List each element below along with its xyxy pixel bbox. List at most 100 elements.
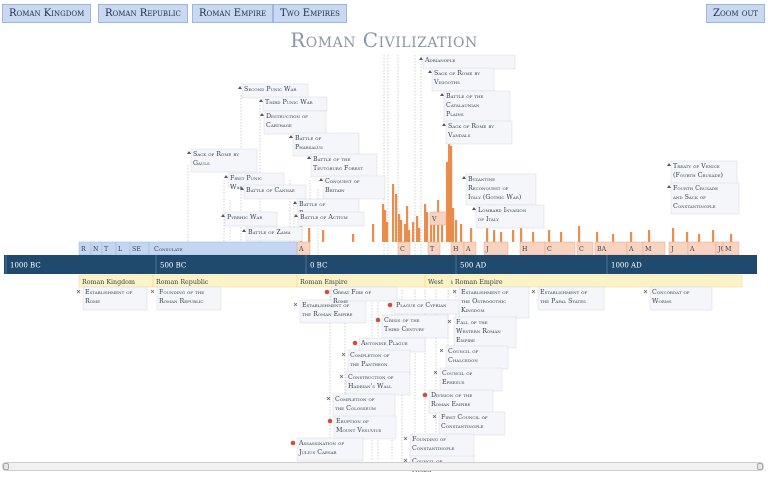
event-second-punic-war[interactable]: Second Punic War [238, 83, 309, 99]
event-label: Antonine Plague [360, 340, 408, 347]
event-label: Second Punic War [244, 86, 297, 93]
event-label: Rome [85, 298, 100, 305]
event-label: Roman Republic [159, 298, 203, 305]
event-label: Rome [333, 298, 348, 305]
scroll-left-handle[interactable] [3, 463, 9, 470]
cross-marker-icon [452, 289, 457, 294]
activity-spike [441, 212, 444, 242]
cross-marker-icon [339, 374, 344, 379]
emperor-letter: A [628, 246, 634, 253]
timeline-axis [4, 255, 757, 274]
event-label: Roman Empire [431, 401, 470, 408]
zoom-out-button[interactable]: Zoom out [706, 4, 766, 23]
event-pyrrhic-war[interactable]: Pyrrhic War [221, 211, 278, 227]
event-treaty-of-venice-fourth-crusade[interactable]: Treaty of Venice(Fourth Crusade) [667, 160, 738, 185]
two-empires-button[interactable]: Two Empires [273, 4, 347, 23]
event-label: Teutoburg Forest [313, 165, 363, 172]
event-label: Plague of Cyprian [396, 302, 447, 309]
consulate-label: Consulate [154, 246, 183, 253]
event-card [297, 211, 365, 227]
event-label: Destruction of [266, 113, 308, 120]
activity-spike [416, 216, 419, 242]
horizontal-scrollbar[interactable] [2, 462, 764, 471]
activity-spike [698, 234, 701, 242]
event-label: Third Century [384, 326, 425, 333]
event-battle-of-zama[interactable]: Battle of Zama [242, 226, 303, 242]
roman-kingdom-button[interactable]: Roman Kingdom [2, 4, 92, 23]
emperor-letter: JO [717, 246, 726, 253]
activity-spike [448, 134, 451, 242]
roman-empire-button[interactable]: Roman Empire [192, 4, 274, 23]
marker-icon [462, 176, 466, 179]
activity-spike [712, 230, 715, 242]
emperor-letter: M [645, 246, 652, 253]
event-adrianople[interactable]: Adrianople [419, 54, 516, 70]
event-label: Worms [652, 298, 672, 305]
event-label: Sack of Rome by [448, 123, 494, 130]
event-card [296, 437, 364, 462]
marker-icon [187, 151, 191, 154]
event-label: the Roman Empire [302, 311, 353, 318]
cross-marker-icon [150, 289, 155, 294]
event-plague-of-cyprian[interactable]: Plague of Cyprian [387, 299, 461, 315]
period-label: Roman Republic [156, 279, 209, 286]
roman-republic-button[interactable]: Roman Republic [98, 4, 188, 23]
event-label: First Punic [230, 175, 262, 182]
activity-spike [446, 162, 449, 242]
event-label: Council of [442, 370, 473, 377]
activity-spike [486, 222, 489, 242]
event-battle-of-actium[interactable]: Battle of Actium [294, 211, 365, 227]
activity-spike [686, 232, 689, 242]
event-third-punic-war[interactable]: Third Punic War [259, 96, 328, 112]
cross-marker-icon [531, 289, 536, 294]
marker-icon [319, 178, 323, 181]
scroll-right-handle[interactable] [757, 463, 763, 470]
marker-icon [307, 156, 311, 159]
event-card [333, 415, 397, 440]
emperor-letter: SE [132, 246, 141, 253]
event-battle-of-cannae[interactable]: Battle of Cannae [240, 184, 307, 200]
event-label: War [230, 184, 243, 191]
event-label: Construction of [348, 374, 394, 381]
activity-spike [408, 230, 411, 242]
activity-spike [532, 232, 535, 242]
emperor-letter: M [725, 246, 732, 253]
event-label: Battle of Cannae [246, 187, 295, 194]
event-label: Battle of the [313, 156, 350, 163]
marker-icon [242, 229, 246, 232]
event-label: the Pantheon [350, 361, 388, 368]
event-label: Crisis of the [384, 317, 420, 324]
activity-spike [470, 228, 473, 242]
